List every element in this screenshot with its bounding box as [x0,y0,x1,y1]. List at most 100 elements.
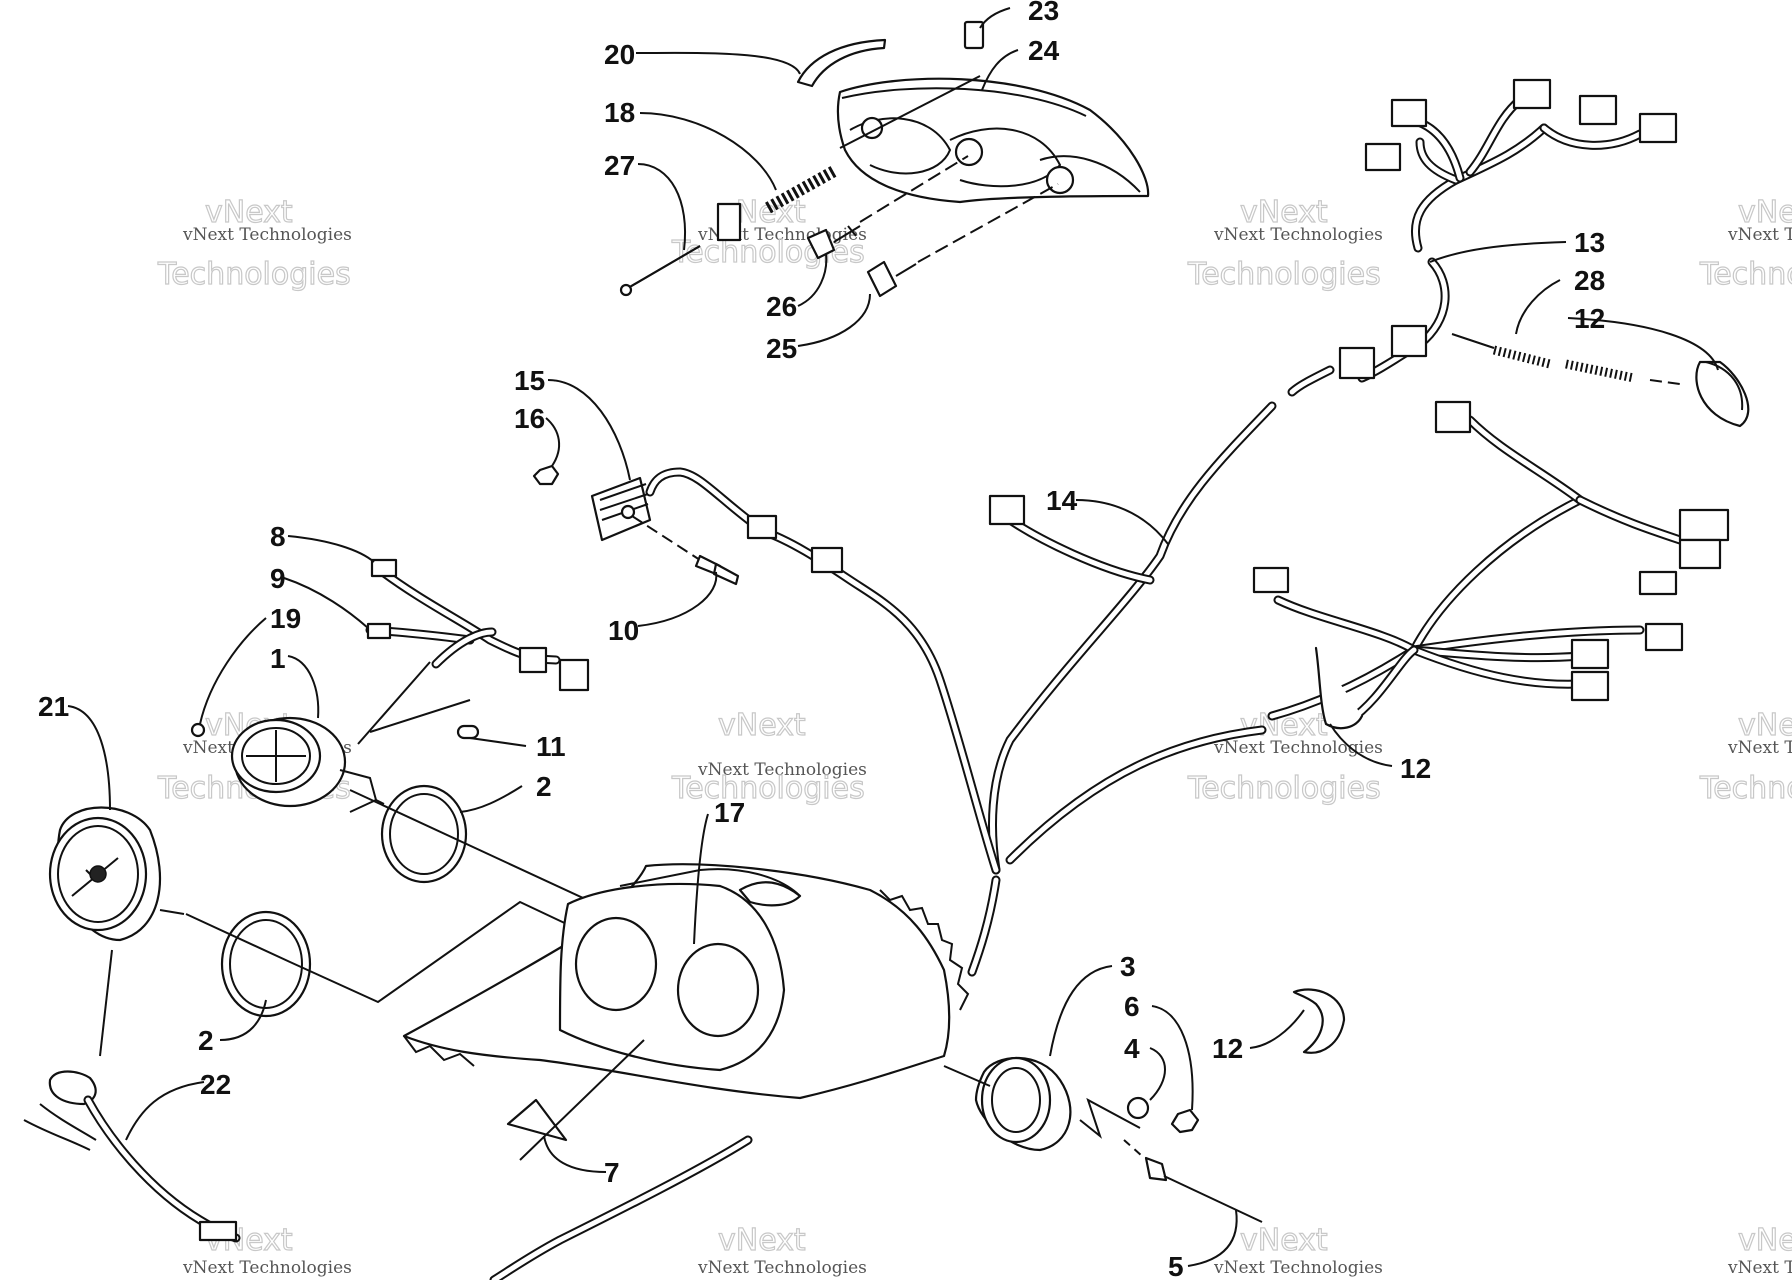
trim-strip-20 [796,38,887,88]
watermark-large-bottom: Technologies [1699,257,1792,292]
connector [518,646,548,674]
watermark-small: vNext Technologies [697,760,867,780]
bolt-10 [631,515,740,586]
watermark: vNext vNext Technologies Technologies [1186,194,1382,292]
watermark-small: vNext Technologies [1213,1258,1383,1278]
callout-labels: 20 23 24 18 27 26 25 13 28 12 15 16 14 8… [38,0,1605,1280]
gauge-wiring-8-9 [357,558,590,745]
watermark: vNext vNext Technologies Technologies [1698,707,1792,806]
callout-1: 1 [270,643,286,674]
connector [810,546,844,574]
clamp-12-upper [1695,360,1750,428]
headlight-socket-right [1045,165,1075,195]
headlight-housing [836,77,1150,204]
callout-16: 16 [514,403,545,434]
connector [746,514,778,540]
connector [1678,508,1730,542]
callout-15: 15 [514,365,545,396]
connector [1578,94,1618,126]
watermark-large-bottom: Technologies [671,235,865,270]
callout-13: 13 [1574,227,1605,258]
callout-8: 8 [270,521,286,552]
callout-22: 22 [200,1069,231,1100]
watermark-large-top: vNext [1738,1223,1792,1258]
watermark-large-bottom: Technologies [1187,771,1381,806]
watermark: vNext vNext Technologies Technologies [670,707,867,806]
watermark: vNext vNext Technologies Technologies [1698,194,1792,292]
callout-4: 4 [1124,1033,1140,1064]
speedo-cable [489,1135,753,1280]
connector [1570,638,1610,670]
console-17 [402,863,970,1100]
connector [1434,400,1472,434]
callout-24: 24 [1028,35,1060,66]
watermark-large-top: vNext [1738,708,1792,743]
callout-25: 25 [766,333,797,364]
connector [1364,142,1402,172]
connector [1638,112,1678,144]
tachometer-21 [48,806,185,942]
bezel-2-upper [380,784,468,884]
connector [558,658,590,692]
callout-20: 20 [604,39,635,70]
watermark-small: vNext Technologies [182,225,352,245]
watermark: vNext vNext Technologies [697,1222,867,1278]
watermark-small: vNext Technologies [1213,738,1383,758]
watermark-small: vNext Technologies [1727,738,1792,758]
headlight-assembly [836,77,1150,204]
callout-11: 11 [536,731,566,762]
watermark-small: vNext Technologies [1727,1258,1792,1278]
adjust-screw-27 [619,202,742,297]
alignment-line [99,949,113,1057]
watermark-large-top: vNext [1240,1223,1328,1258]
housing-3 [974,1056,1072,1152]
callout-14: 14 [1046,485,1078,516]
callout-27: 27 [604,150,635,181]
nut-6 [1170,1108,1200,1134]
callout-12-upper: 12 [1574,303,1605,334]
watermark-large-top: vNext [1240,195,1328,230]
callout-3: 3 [1120,951,1136,982]
clamp-12-lower [1292,988,1346,1054]
watermark: vNext vNext Technologies [1213,1222,1383,1278]
callout-26: 26 [766,291,797,322]
connector [1338,346,1376,380]
watermark-large-bottom: Technologies [157,257,351,292]
callout-5: 5 [1168,1251,1184,1280]
connector [1570,670,1610,702]
watermark-large-top: vNext [718,1223,806,1258]
bezel-2-lower [220,910,312,1018]
watermark-small: vNext Technologies [182,1258,352,1278]
headlight-rim [841,87,1087,117]
main-harness-14 [967,401,1277,977]
watermark-large-top: vNext [205,195,293,230]
bulb-socket-26 [806,155,969,260]
callout-10: 10 [608,615,639,646]
callout-7: 7 [604,1157,620,1188]
callout-2-lower: 2 [198,1025,214,1056]
bulb-11 [456,724,480,740]
adjust-spring-18 [765,75,981,214]
connector [198,1220,238,1242]
connector [1512,78,1552,110]
regulator-15 [590,476,652,542]
leader-lines [67,7,1719,1267]
alignment-line [943,1065,1141,1139]
decal-7 [506,1098,568,1142]
connector [1390,98,1428,128]
callout-19: 19 [270,603,301,634]
callout-17: 17 [714,797,745,828]
watermark-group: vNext vNext Technologies Technologies vN… [156,194,1792,1278]
watermark: vNext vNext Technologies Technologies [156,194,352,292]
callout-12-right: 12 [1400,753,1431,784]
connector [1390,324,1428,358]
headlight-lens-right [1039,155,1141,193]
callout-28: 28 [1574,265,1605,296]
connector [988,494,1026,526]
callout-2-upper: 2 [536,771,552,802]
connector [1644,622,1684,652]
clip-23 [963,20,985,50]
watermark: vNext vNext Technologies Technologies [1186,707,1383,806]
spring-28 [1451,333,1681,385]
